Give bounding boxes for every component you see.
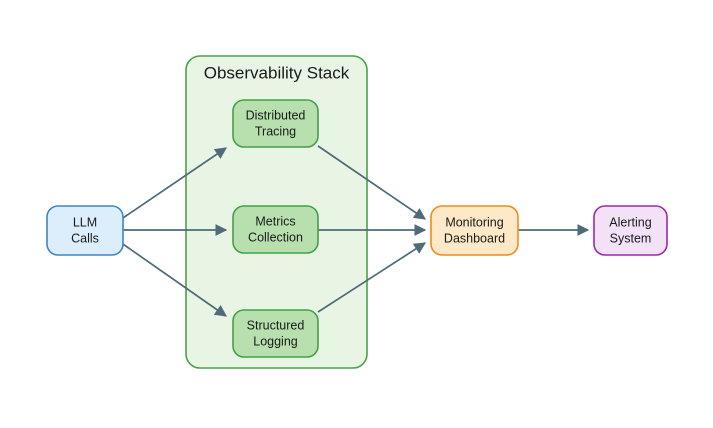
node-label-llm-calls-line1: LLM xyxy=(73,215,97,229)
node-label-alerting-system-line1: Alerting xyxy=(609,215,651,229)
edge-tracing-to-dashboard xyxy=(317,145,426,220)
nodes-layer: LLM Calls DistributedTracingMetricsCollect… xyxy=(46,99,668,358)
node-label-distributed-tracing-line2: Tracing xyxy=(255,124,296,138)
node-label-alerting-system-line2: System xyxy=(610,231,652,245)
node-label-monitoring-dashboard-line1: Monitoring xyxy=(445,215,503,229)
edges-layer xyxy=(119,145,590,317)
node-llm-calls[interactable]: LLM Calls xyxy=(46,205,124,256)
node-shape-distributed-tracing xyxy=(232,99,319,148)
node-label-structured-logging-line2: Logging xyxy=(253,334,298,348)
node-shape-llm-calls xyxy=(46,205,124,256)
node-label-structured-logging-line1: Structured xyxy=(247,318,305,332)
edge-llm-to-logging xyxy=(119,241,227,317)
node-shape-structured-logging xyxy=(232,309,319,358)
edge-llm-to-tracing xyxy=(119,147,227,221)
node-label-metrics-collection-line2: Collection xyxy=(248,230,303,244)
node-label-distributed-tracing-line1: Distributed xyxy=(246,108,306,122)
edge-logging-to-dashboard xyxy=(317,242,427,313)
node-label-monitoring-dashboard-line2: Dashboard xyxy=(444,231,505,245)
cluster-title-label: Observability Stack xyxy=(204,63,350,82)
node-label-metrics-collection-line1: Metrics xyxy=(255,214,295,228)
node-shape-alerting-system xyxy=(593,205,668,256)
node-label-llm-calls-line2: Calls xyxy=(71,231,99,245)
node-shape-metrics-collection xyxy=(232,205,319,254)
node-shape-monitoring-dashboard xyxy=(430,205,519,256)
